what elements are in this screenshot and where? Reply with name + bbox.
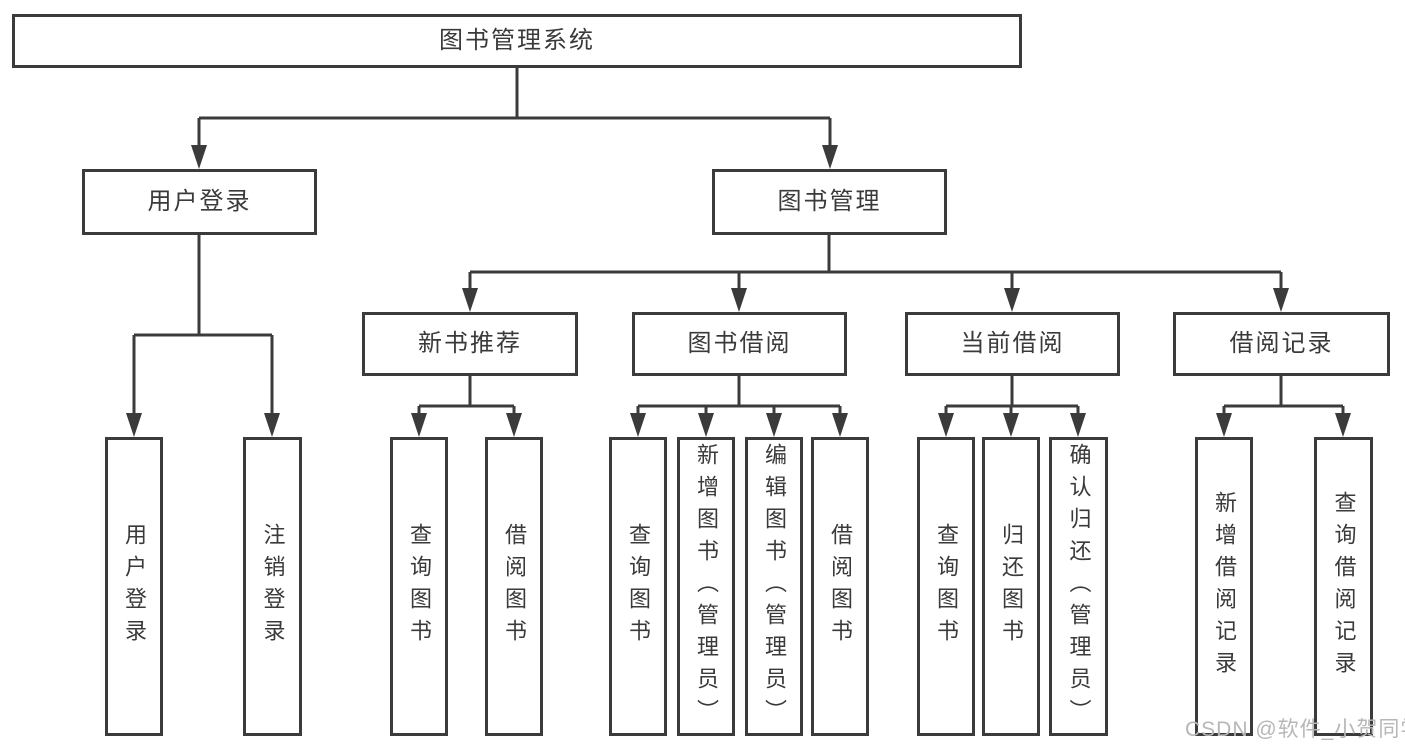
leaf-query-borrow-record-label: 查询借阅记录: [1331, 490, 1357, 683]
node-current-borrow: 当前借阅: [905, 312, 1120, 376]
leaf-logout: 注销登录: [243, 437, 302, 736]
leaf-edit-books-admin: 编辑图书（管理员）: [745, 437, 803, 736]
leaf-query-books-2-label: 查询图书: [626, 522, 651, 651]
node-borrow-records-label: 借阅记录: [1229, 330, 1334, 357]
leaf-confirm-return-admin-label: 确认归还（管理员）: [1066, 442, 1092, 731]
node-borrow-records: 借阅记录: [1173, 312, 1390, 376]
node-user-login-label: 用户登录: [147, 188, 252, 215]
node-user-login: 用户登录: [82, 169, 317, 235]
node-new-book-recommend: 新书推荐: [362, 312, 578, 376]
leaf-borrow-books-2-label: 借阅图书: [828, 522, 853, 651]
leaf-edit-books-admin-label: 编辑图书（管理员）: [762, 442, 787, 731]
node-book-borrow: 图书借阅: [632, 312, 847, 376]
leaf-confirm-return-admin: 确认归还（管理员）: [1049, 437, 1108, 736]
leaf-logout-label: 注销登录: [260, 522, 286, 651]
node-new-book-recommend-label: 新书推荐: [418, 330, 522, 357]
leaf-return-books-label: 归还图书: [999, 522, 1024, 651]
node-book-management-label: 图书管理: [777, 188, 882, 215]
node-book-borrow-label: 图书借阅: [687, 330, 792, 357]
leaf-query-borrow-record: 查询借阅记录: [1314, 437, 1373, 736]
leaf-add-borrow-record: 新增借阅记录: [1195, 437, 1253, 736]
leaf-borrow-books-2: 借阅图书: [811, 437, 869, 736]
leaf-return-books: 归还图书: [982, 437, 1040, 736]
node-current-borrow-label: 当前借阅: [960, 330, 1065, 357]
leaf-query-books-3: 查询图书: [917, 437, 975, 736]
leaf-add-books-admin: 新增图书（管理员）: [677, 437, 735, 736]
leaf-user-login: 用户登录: [105, 437, 163, 736]
node-root-label: 图书管理系统: [439, 27, 595, 54]
leaf-borrow-books-1-label: 借阅图书: [502, 522, 527, 651]
leaf-query-books-1: 查询图书: [390, 437, 448, 736]
leaf-user-login-label: 用户登录: [122, 522, 147, 651]
leaf-add-borrow-record-label: 新增借阅记录: [1212, 490, 1237, 683]
node-root-system: 图书管理系统: [12, 14, 1022, 68]
leaf-query-books-1-label: 查询图书: [407, 522, 432, 651]
leaf-borrow-books-1: 借阅图书: [485, 437, 543, 736]
node-book-management: 图书管理: [712, 169, 947, 235]
csdn-watermark: CSDN @软件_小贺同学: [1185, 718, 1405, 741]
leaf-add-books-admin-label: 新增图书（管理员）: [694, 442, 719, 731]
leaf-query-books-2: 查询图书: [609, 437, 667, 736]
leaf-query-books-3-label: 查询图书: [934, 522, 959, 651]
